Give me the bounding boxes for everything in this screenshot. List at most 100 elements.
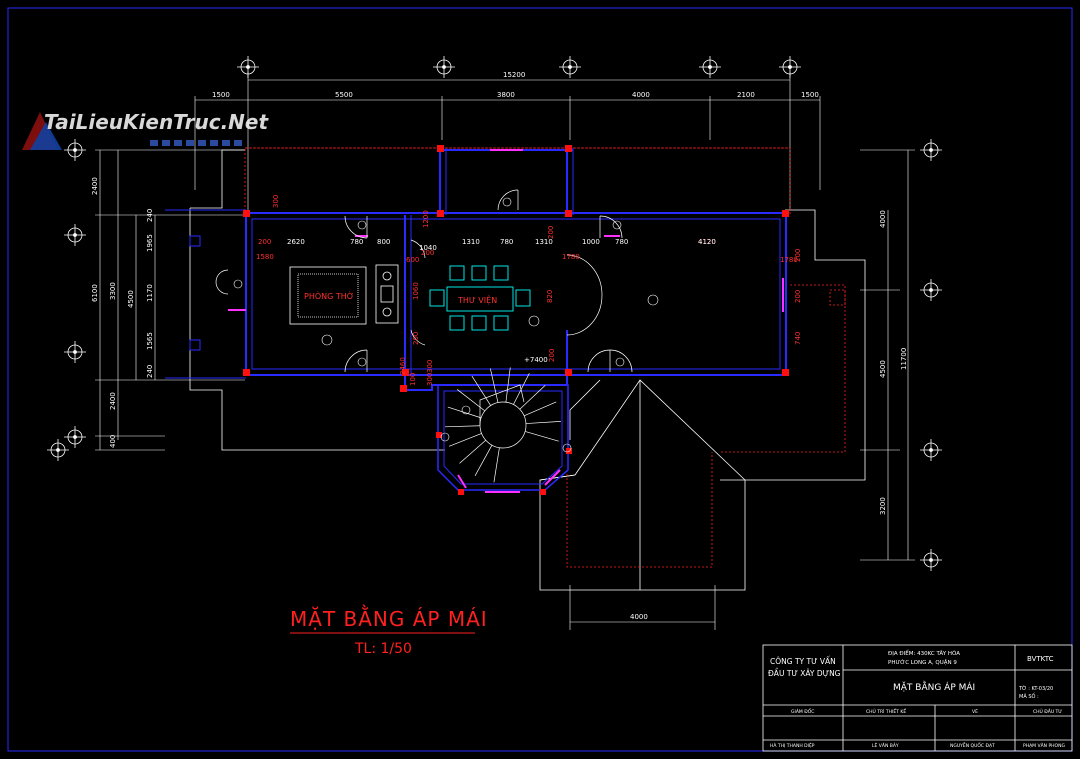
inner-dim-red-7: 200 (412, 332, 420, 345)
grid-axes (47, 56, 942, 571)
inner-dim-red-14: 1780 (780, 256, 798, 264)
inner-dim-top-8: 1000 (582, 238, 600, 246)
watermark-text: TaiLieuKienTruc.Net (44, 110, 269, 134)
roof-edge-dashed (244, 147, 846, 568)
inner-dim-red-3: 1200 (422, 210, 430, 228)
dim-overall-width: 15200 (503, 71, 525, 79)
role-drafter: VẼ (972, 708, 978, 715)
stair-tread (471, 375, 491, 406)
inner-dim-top-4: 1040 (419, 244, 437, 252)
drawing-title: MẶT BẰNG ÁP MÁI (290, 605, 488, 631)
grid-axis-top-5 (779, 56, 801, 78)
inner-dim-red-18: 300 (426, 373, 434, 386)
grid-axis-left-2 (64, 224, 86, 246)
door-swings (215, 189, 633, 373)
inner-dim-top-9: 780 (615, 238, 628, 246)
drain-points (189, 235, 201, 351)
dim-top-6: 1500 (801, 91, 819, 99)
dim-left-inner-5: 240 (146, 365, 154, 378)
grid-axis-right-2 (920, 279, 942, 301)
grid-axis-right-1 (920, 139, 942, 161)
inner-dim-top-1: 2620 (287, 238, 305, 246)
stair-tread (447, 406, 482, 419)
dim-right-1: 4000 (879, 210, 887, 228)
library-furniture (429, 265, 531, 331)
inner-dim-red-21: 4120 (698, 238, 716, 246)
dim-bottom: 4000 (630, 613, 648, 621)
ma-so: MÃ SỐ : (1019, 692, 1039, 700)
dim-top-2: 5500 (335, 91, 353, 99)
inner-dim-red-17: 100 (409, 373, 417, 386)
dim-left-inner-1: 240 (146, 209, 154, 222)
sheet-title: MẶT BẰNG ÁP MÁI (893, 680, 975, 693)
inner-dim-red-10: 200 (548, 349, 556, 362)
dimension-labels: 15200 1500 5500 3800 4000 2100 1500 4000… (91, 71, 908, 621)
dim-right-3: 3200 (879, 497, 887, 515)
title-block-text: CÔNG TY TƯ VẤN ĐẦU TƯ XÂY DỰNG ĐỊA ĐIỂM:… (768, 649, 1065, 749)
spiral-stair (445, 367, 561, 483)
dim-left-outer-1: 2400 (91, 177, 99, 195)
inner-dim-top-5: 1310 (462, 238, 480, 246)
dim-top-3: 3800 (497, 91, 515, 99)
inner-dim-red-6: 1060 (412, 282, 420, 300)
role-lead-designer: CHỦ TRÌ THIẾT KẾ (866, 707, 906, 715)
inner-dim-top-7: 1310 (535, 238, 553, 246)
dim-left-mid-2: 4500 (127, 290, 135, 308)
stair-tread (493, 447, 500, 483)
grid-axis-left-4 (64, 426, 86, 448)
inner-dim-top-3: 800 (377, 238, 390, 246)
dim-left-inner-4: 1565 (146, 332, 154, 350)
inner-dim-red-16: 600 (406, 256, 419, 264)
level-symbols (233, 197, 659, 453)
grid-axis-top-4 (699, 56, 721, 78)
room-label-library: THƯ VIỆN (457, 294, 497, 306)
dim-right-2: 4500 (879, 360, 887, 378)
inner-dim-red-4: 200 (421, 249, 434, 257)
roof-outline (189, 149, 866, 591)
role-director: GIÁM ĐỐC (791, 707, 814, 715)
grid-axis-right-3 (920, 439, 942, 461)
sheet-number: TỜ : KT-03/20 (1018, 685, 1053, 692)
stair-tread (523, 401, 557, 417)
stair-tread (456, 389, 486, 412)
walls (165, 148, 787, 491)
title-block (762, 644, 1073, 752)
dim-left-outer-3: 2400 (109, 392, 117, 410)
stair-tread (474, 444, 493, 476)
inner-dim-red-13: 740 (794, 332, 802, 345)
stair-tread (524, 431, 559, 442)
company-line-2: ĐẦU TƯ XÂY DỰNG (768, 668, 841, 678)
name-lead-designer: LÊ VĂN BẢY (872, 741, 899, 749)
name-director: HÀ THỊ THANH DIỆP (770, 741, 815, 749)
inner-dim-top-6: 780 (500, 238, 513, 246)
inner-dim-top-2: 780 (350, 238, 363, 246)
inner-dim-red-8: 2460 (399, 357, 407, 375)
stair-tread (513, 373, 530, 405)
grid-axis-top-2 (433, 56, 455, 78)
grid-axis-right-4 (920, 549, 942, 571)
altar-furniture (289, 264, 399, 325)
grid-axis-left-1 (64, 139, 86, 161)
stair-tread (448, 433, 482, 447)
room-label-worship: PHÒNG THỜ (304, 290, 354, 301)
inner-dim-red-15: 200 (794, 290, 802, 303)
grid-axis-top-3 (559, 56, 581, 78)
dim-top-1: 1500 (212, 91, 230, 99)
inner-dim-red-19: 300 (426, 360, 434, 373)
inner-dim-red-5: 1580 (256, 253, 274, 261)
project-code: BVTKTC (1027, 655, 1054, 663)
dim-left-outer-2: 6100 (91, 284, 99, 302)
grid-axis-left-3 (64, 341, 86, 363)
role-owner: CHỦ ĐẦU TƯ (1033, 707, 1062, 715)
stair-tread (505, 367, 511, 403)
level-mark: +7400 (524, 356, 548, 364)
dimension-lines (95, 72, 915, 630)
dim-left-mid-1: 3300 (109, 282, 117, 300)
company-line-1: CÔNG TY TƯ VẤN (770, 656, 836, 666)
watermark-logo: TaiLieuKienTruc.Net (22, 110, 269, 150)
name-drafter: NGUYỄN QUỐC ĐẠT (950, 741, 995, 749)
dim-left-inner-3: 1170 (146, 284, 154, 302)
inner-dim-top-10: 4120 (698, 238, 716, 246)
